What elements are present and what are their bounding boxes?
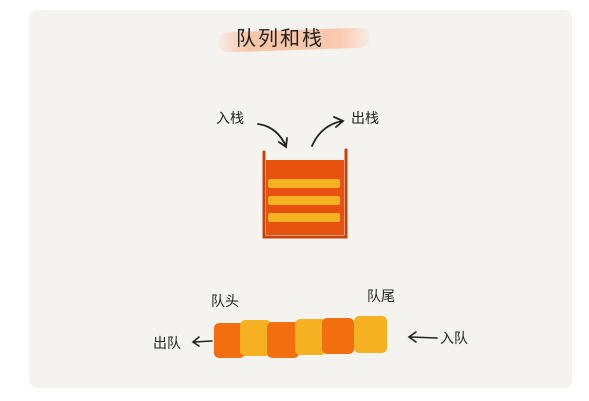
pop-arrow bbox=[311, 116, 345, 147]
queue-block-2 bbox=[240, 320, 271, 356]
diagram-title: 队列和栈 bbox=[236, 26, 324, 50]
dequeue-arrow bbox=[191, 336, 213, 347]
dequeue-label: 出队 bbox=[153, 336, 181, 352]
stack-band-1 bbox=[268, 179, 340, 188]
queue-block-6 bbox=[354, 316, 387, 353]
queue-illustration bbox=[214, 316, 387, 358]
stack-band-2 bbox=[268, 196, 340, 205]
queue-block-5 bbox=[322, 318, 354, 354]
stack-band-3 bbox=[268, 213, 340, 222]
stack-illustration bbox=[262, 148, 348, 239]
enqueue-label: 入队 bbox=[440, 331, 468, 347]
queue-tail-label: 队尾 bbox=[367, 289, 395, 305]
queue-block-1 bbox=[214, 323, 245, 358]
queue-head-label: 队头 bbox=[211, 294, 239, 310]
pop-label: 出栈 bbox=[351, 111, 379, 127]
queue-block-4 bbox=[295, 319, 326, 355]
push-label: 入栈 bbox=[216, 111, 244, 127]
stack-outline bbox=[262, 148, 348, 239]
push-arrow bbox=[257, 123, 288, 149]
queue-block-3 bbox=[267, 322, 299, 358]
enqueue-arrow bbox=[407, 331, 438, 343]
